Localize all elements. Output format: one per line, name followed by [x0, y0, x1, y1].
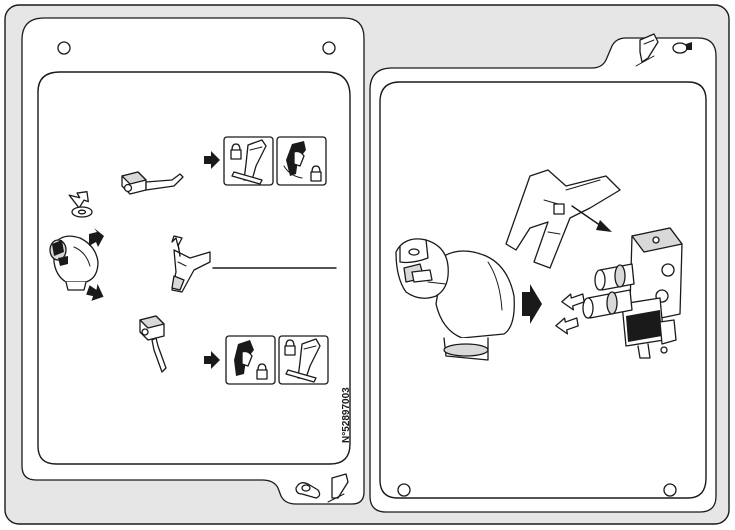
instruction-box-lock [226, 336, 275, 384]
mounting-hole-icon [398, 484, 410, 496]
mounting-hole-icon [58, 42, 70, 54]
instruction-box-unlock [224, 137, 273, 185]
mounting-hole-icon [323, 42, 335, 54]
washer-icon [72, 207, 92, 217]
left-panel: N°52897003 [22, 18, 364, 504]
instruction-box-lock [277, 137, 326, 185]
serial-number: N°52897003 [341, 387, 352, 443]
right-panel [370, 34, 716, 512]
mounting-hole-icon [664, 484, 676, 496]
instruction-box-unlock [279, 336, 328, 384]
